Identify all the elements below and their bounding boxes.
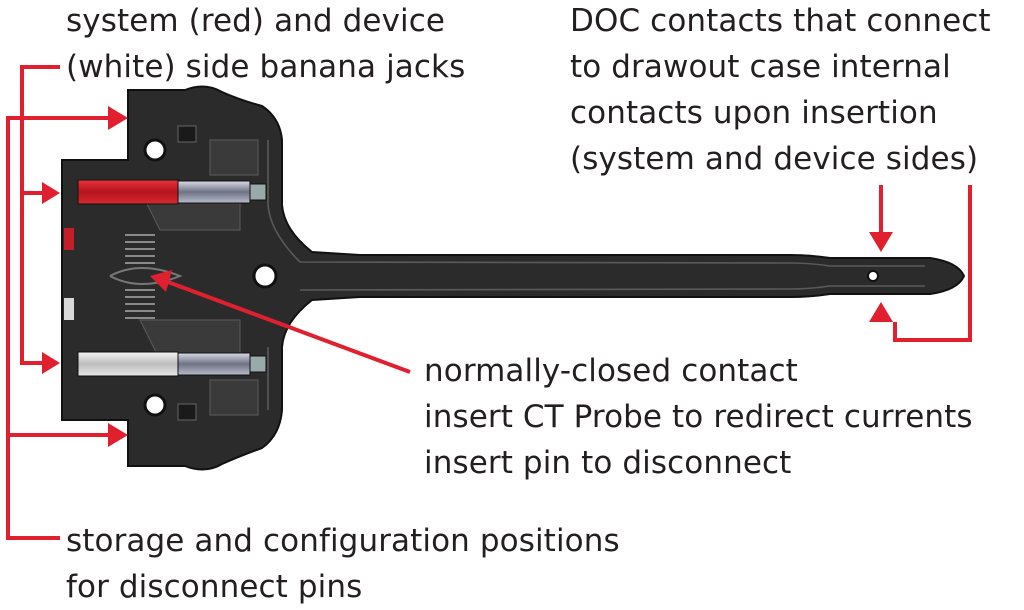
doc-contacts-line-3: contacts upon insertion <box>570 95 938 131</box>
arrow-banana-red <box>42 182 60 204</box>
doc-contacts-line-1: DOC contacts that connect <box>570 3 991 39</box>
housing-inner-lines <box>267 140 925 410</box>
left-contact-white <box>64 298 74 320</box>
connector-housing <box>61 85 966 471</box>
tip-hole <box>867 270 879 282</box>
banana-jack-white <box>77 351 267 377</box>
nc-contact-line-2: insert CT Probe to redirect currents <box>424 399 973 435</box>
doc-contacts-line-2: to drawout case internal <box>570 49 951 85</box>
storage-knob-bottom <box>177 403 197 421</box>
banana-jack-red <box>77 179 267 205</box>
label-banana-jacks: system (red) and device (white) side ban… <box>66 0 465 90</box>
label-storage: storage and configuration positions for … <box>66 518 620 610</box>
arrow-banana-white <box>42 352 60 374</box>
left-contact-red <box>64 228 74 250</box>
nc-contact-line-3: insert pin to disconnect <box>424 445 792 481</box>
mounting-hole-top <box>143 138 167 162</box>
banana-jacks-line-1: system (red) and device <box>66 3 446 39</box>
center-hole <box>252 263 278 289</box>
doc-contacts-line-4: (system and device sides) <box>570 141 979 177</box>
mounting-hole-bottom <box>143 393 167 417</box>
storage-line-1: storage and configuration positions <box>66 523 620 559</box>
spring-contact <box>109 234 183 319</box>
storage-knob-top <box>177 125 197 143</box>
callout-banana-jacks <box>20 65 60 365</box>
callout-doc-contacts <box>879 185 972 342</box>
label-doc-contacts: DOC contacts that connect to drawout cas… <box>570 0 991 182</box>
nc-contact-line-1: normally-closed contact <box>424 353 798 389</box>
callout-nc-contact <box>167 280 411 374</box>
arrow-storage-top <box>108 106 128 130</box>
housing-body <box>61 85 966 471</box>
label-nc-contact: normally-closed contact insert CT Probe … <box>424 348 973 486</box>
arrow-doc-bottom <box>869 302 893 322</box>
storage-line-2: for disconnect pins <box>66 569 363 605</box>
arrow-nc-contact <box>150 270 172 292</box>
banana-jacks-line-2: (white) side banana jacks <box>66 49 466 85</box>
arrow-storage-bottom <box>108 423 128 447</box>
arrow-doc-top <box>869 232 893 252</box>
callout-storage <box>6 116 110 540</box>
